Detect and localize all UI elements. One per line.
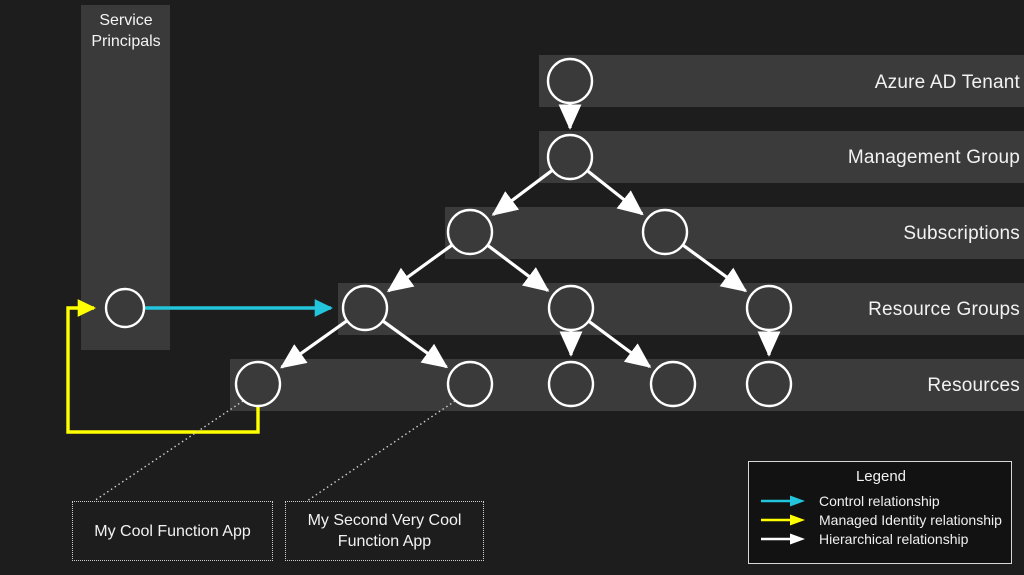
service-principals-title: Service Principals bbox=[91, 12, 161, 50]
node-rg1[interactable] bbox=[341, 284, 389, 332]
callout-1-label: My Cool Function App bbox=[94, 522, 251, 540]
callout-leader-lines bbox=[93, 400, 456, 502]
node-sub1[interactable] bbox=[446, 208, 494, 256]
row-label-management-group: Management Group bbox=[847, 147, 1020, 168]
edge-hierarchical-sub1-rg1 bbox=[386, 243, 454, 293]
node-sp1[interactable] bbox=[104, 287, 146, 329]
edge-managed-identity-res1-sp1 bbox=[66, 299, 260, 434]
edge-hierarchical-sub2-rg3 bbox=[681, 243, 748, 293]
edge-hierarchical-mg-sub1 bbox=[491, 168, 554, 216]
edge-hierarchical-mg-sub2 bbox=[586, 169, 644, 216]
resource-nodes bbox=[104, 57, 793, 408]
row-band-resource-groups bbox=[338, 283, 1024, 335]
row-label-resource-groups: Resource Groups bbox=[868, 299, 1020, 320]
node-tenant[interactable] bbox=[546, 57, 594, 105]
legend-label-managed-identity: Managed Identity relationship bbox=[819, 512, 1002, 528]
legend-item-hierarchical: Hierarchical relationship bbox=[759, 530, 1007, 548]
node-rg2[interactable] bbox=[547, 284, 595, 332]
legend-arrow-control-icon bbox=[761, 495, 805, 507]
legend-item-control: Control relationship bbox=[759, 492, 1007, 510]
callout-2-leader-line bbox=[306, 400, 456, 502]
node-res1[interactable] bbox=[234, 360, 282, 408]
node-rg3[interactable] bbox=[745, 284, 793, 332]
callout-1-leader-line bbox=[93, 400, 244, 502]
callout-1: My Cool Function App bbox=[72, 501, 273, 561]
row-bands bbox=[230, 55, 1024, 411]
node-res5[interactable] bbox=[745, 360, 793, 408]
legend-title: Legend bbox=[855, 468, 907, 485]
edge-hierarchical-rg1-res2 bbox=[381, 319, 449, 369]
row-label-subscriptions: Subscriptions bbox=[903, 223, 1020, 244]
legend-arrow-hierarchical-icon bbox=[761, 533, 805, 545]
row-band-management-group bbox=[539, 131, 1024, 183]
node-res4[interactable] bbox=[649, 360, 697, 408]
row-label-azure-ad-tenant: Azure AD Tenant bbox=[874, 72, 1020, 93]
row-band-azure-ad-tenant bbox=[539, 55, 1024, 107]
node-res3[interactable] bbox=[547, 360, 595, 408]
legend-label-control: Control relationship bbox=[819, 493, 940, 509]
edge-hierarchical-rg1-res1 bbox=[280, 319, 348, 369]
row-label-resources: Resources bbox=[927, 375, 1020, 396]
edge-hierarchical-rg2-res4 bbox=[587, 319, 652, 368]
row-band-subscriptions bbox=[445, 207, 1024, 259]
legend-item-managed-identity: Managed Identity relationship bbox=[759, 511, 1007, 529]
callout-2-label: My Second Very Cool Function App bbox=[307, 512, 462, 550]
node-mg[interactable] bbox=[546, 133, 594, 181]
node-res2[interactable] bbox=[446, 360, 494, 408]
callout-2: My Second Very Cool Function App bbox=[285, 501, 484, 561]
legend-arrow-managed-identity-icon bbox=[761, 514, 805, 526]
node-sub2[interactable] bbox=[641, 208, 689, 256]
legend-label-hierarchical: Hierarchical relationship bbox=[819, 531, 969, 547]
edge-hierarchical-sub1-rg2 bbox=[486, 243, 550, 292]
relationship-edges bbox=[66, 103, 781, 434]
